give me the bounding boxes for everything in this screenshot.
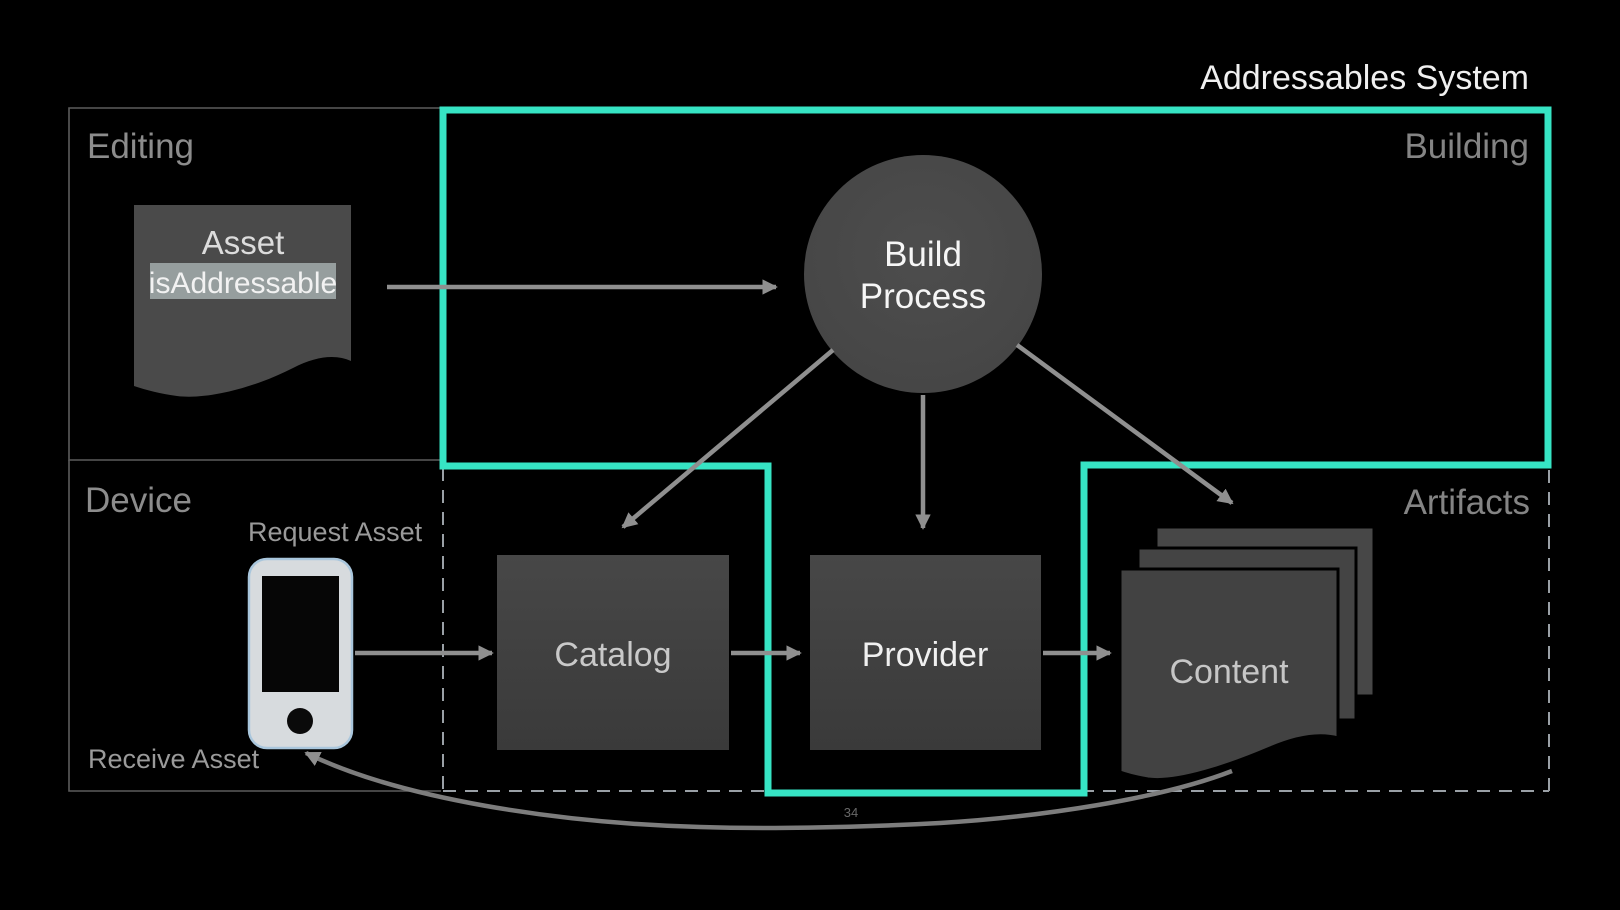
svg-text:Building: Building (1404, 127, 1529, 166)
svg-text:Receive Asset: Receive Asset (88, 744, 260, 774)
svg-text:34: 34 (844, 805, 858, 820)
svg-text:Addressables System: Addressables System (1200, 59, 1529, 97)
svg-text:Editing: Editing (87, 127, 194, 166)
svg-text:Provider: Provider (862, 636, 989, 674)
svg-text:Asset: Asset (202, 224, 285, 261)
svg-text:Device: Device (85, 481, 192, 520)
svg-text:Content: Content (1169, 653, 1289, 691)
svg-text:Process: Process (860, 277, 986, 316)
svg-text:isAddressable: isAddressable (149, 267, 337, 300)
svg-text:Request Asset: Request Asset (248, 517, 423, 547)
svg-text:Build: Build (884, 235, 962, 274)
svg-text:Catalog: Catalog (554, 636, 671, 674)
svg-text:Artifacts: Artifacts (1404, 483, 1530, 522)
